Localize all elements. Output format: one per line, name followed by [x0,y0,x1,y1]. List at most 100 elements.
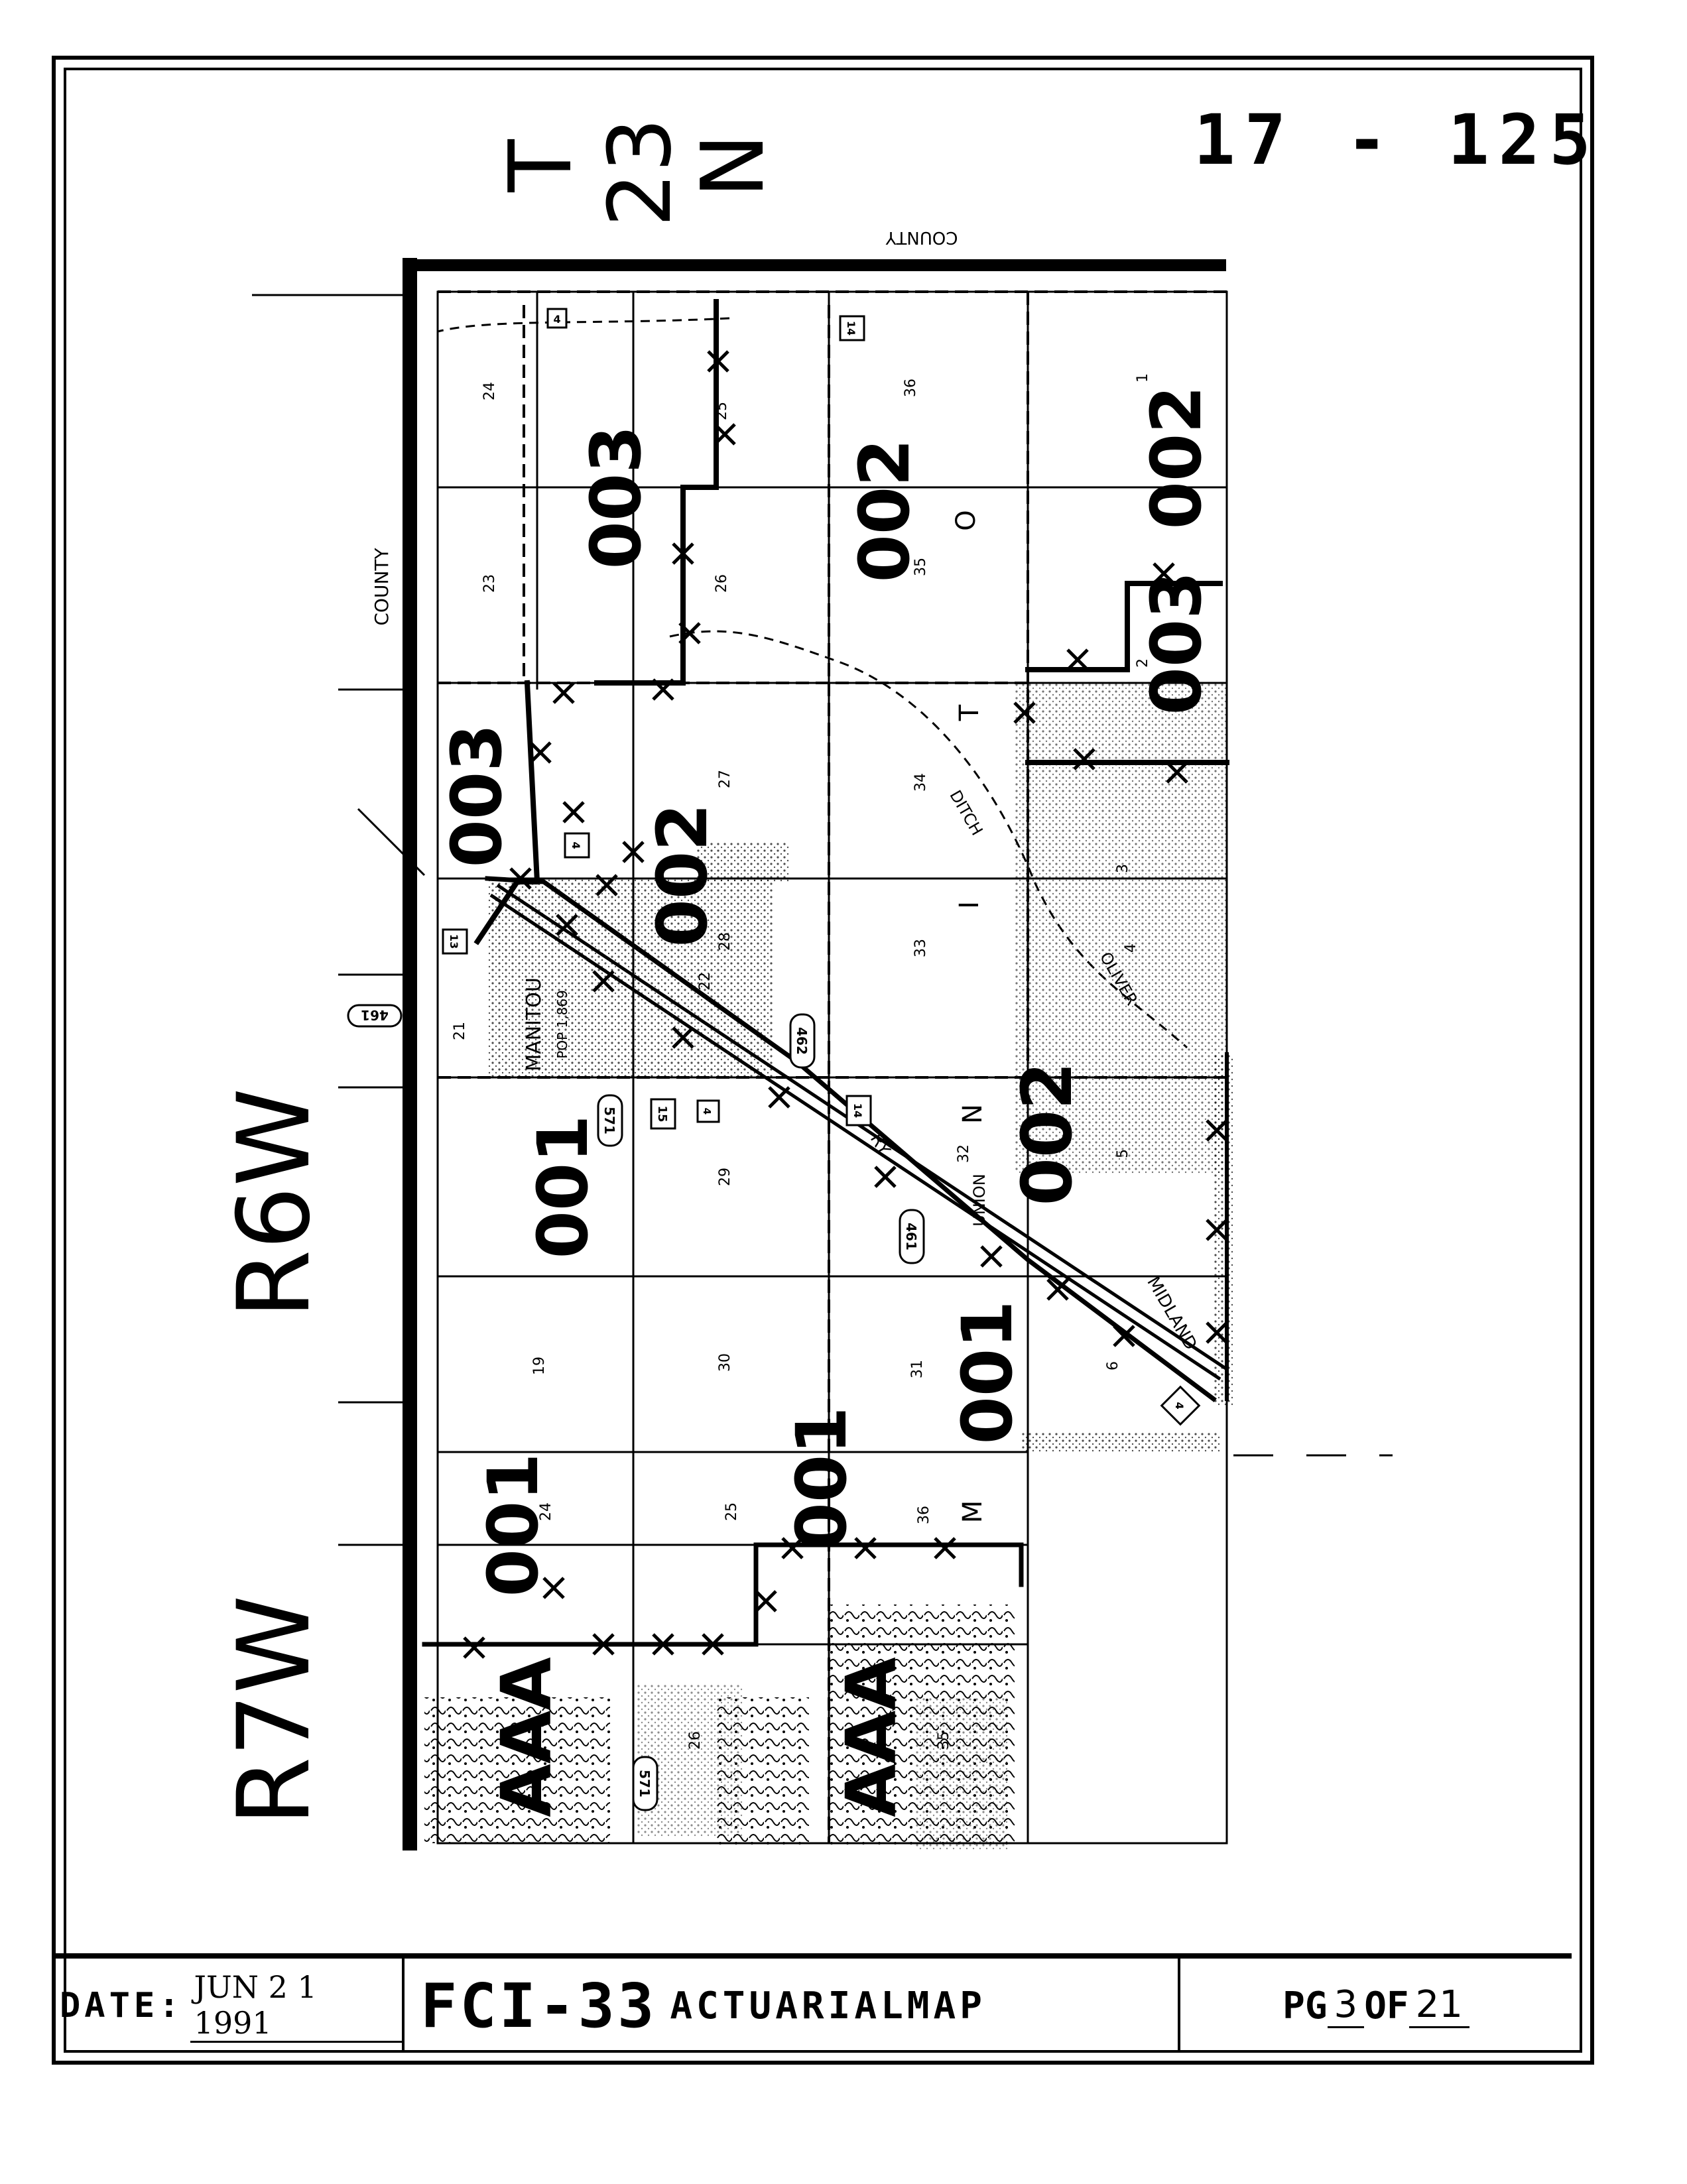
zone-label: 001 [947,1300,1028,1444]
town-name: MANITOU [523,977,546,1071]
route-shield-label: 14 [845,321,857,335]
page-number: 3 [1327,1983,1365,2028]
section-number: 35 [936,1731,952,1750]
zone-label: 003 [576,425,656,569]
section-letter: T [954,704,985,721]
section-number: 24 [481,382,498,400]
route-shield-label: 571 [637,1770,653,1797]
route-shield-label: 15 [655,1105,669,1122]
page-total: 21 [1408,1983,1469,2028]
section-number: 5 [1115,1149,1131,1158]
section-number: 30 [717,1353,733,1372]
zone-label: 002 [1136,385,1217,529]
section-number: 22 [697,972,714,991]
map-name: ACTUARIALMAP [670,1984,986,2028]
zone-label: 003 [436,723,517,867]
railroad [489,883,1228,1381]
section-number: 32 [956,1144,972,1163]
stipple-area [1021,1432,1220,1452]
footer-bar: DATE: JUN 2 1 1991 FCI-33 ACTUARIALMAP P… [53,1953,1572,2053]
section-number: 6 [1105,1361,1121,1370]
route-shield-label: 4 [553,313,560,326]
zone-label: AAA [831,1657,912,1817]
union-label: UNION [970,1174,989,1226]
section-number: 26 [714,574,730,593]
date-value: JUN 2 1 1991 [190,1969,402,2043]
page-label: PG [1282,1984,1328,2028]
section-number: 2 [1135,658,1151,668]
outer-frame [52,56,1594,2065]
section-number: 27 [717,770,733,788]
section-number: 29 [717,1168,733,1186]
route-shield-label: 4 [570,841,582,849]
section-number: 28 [717,932,733,951]
section-number: 21 [452,1022,468,1040]
section-letter: M [958,1500,988,1524]
map-id: 17 - 125 [1194,99,1600,180]
ditch-label: DITCH [946,787,986,839]
section-number: 3 [1115,864,1131,873]
range-r7w: R7W [217,1595,332,1826]
zone-label: 003 [1136,571,1217,715]
date-label: DATE: [60,1986,184,2026]
zone-label: 002 [844,438,925,582]
zone-label: 001 [781,1406,862,1550]
section-letter: N [958,1104,988,1124]
map-code: FCI-33 [420,1970,657,2041]
section-number: 33 [912,939,929,957]
section-number: 1 [1135,373,1151,383]
township-t: T [490,139,591,193]
section-number: 34 [912,773,929,792]
county-left-label: COUNTY [371,547,393,625]
zone-label: AAA [486,1657,567,1817]
section-number: 19 [531,1357,548,1375]
dashed-roads [438,290,1227,1843]
section-number: 25 [714,402,730,420]
aaa-hatched-area [424,1697,610,1843]
section-number: 31 [909,1360,926,1378]
edge-ticks [252,294,1393,1546]
midland-label: MIDLAND [1143,1273,1200,1353]
county-top-label: COUNTY [885,227,958,247]
x-marks [463,350,1228,1659]
route-shield-label: 461 [361,1007,389,1023]
range-r6w: R6W [217,1088,332,1319]
route-shields: 4 14 461 571 15 462 461 571 4 13 14 4 4 [347,308,1201,1811]
section-number: 23 [481,574,498,593]
page-of: OF [1364,1984,1409,2028]
inner-frame [64,68,1582,2053]
township-label: T 23 N [490,117,783,227]
route-shield-label: 4 [701,1108,713,1115]
ditch-line [669,630,1188,1049]
section-number: 4 [1123,943,1139,953]
section-number: 36 [903,379,919,397]
town-pop: POP 1,869 [554,990,570,1058]
section-number: 26 [687,1731,704,1750]
route-shield-label: 461 [903,1223,919,1250]
section-number: 24 [538,1502,554,1521]
section-number: 36 [916,1506,932,1524]
section-numbers: 24 23 25 26 36 35 1 2 27 34 28 33 3 4 21… [452,373,1151,1750]
zone-label: 002 [1007,1062,1088,1205]
route-shield-label: 13 [448,934,460,949]
section-number: 25 [723,1502,740,1521]
township-dir: N [682,133,783,198]
route-shield-label: 571 [601,1107,617,1134]
range-labels: R6W R7W [217,1088,332,1826]
route-shield-label: 4 [1173,1402,1186,1409]
route-shield-label: 462 [794,1027,810,1055]
township-num: 23 [590,117,690,227]
section-number: 35 [912,558,929,576]
zone-labels: 003 002 002 003 003 002 001 002 001 001 … [436,385,1217,1817]
footer-date: DATE: JUN 2 1 1991 [53,1959,405,2053]
stipple-area [915,1697,1008,1850]
section-letters: O T I N M [951,510,988,1523]
zone-label: 001 [473,1453,554,1597]
stipple-area [696,842,789,882]
county-dashed-line [437,317,730,333]
zone-label: 002 [642,803,723,947]
section-letter: O [951,510,981,530]
route-shield-label: 14 [851,1103,864,1118]
heavy-boundaries [403,258,1229,1850]
